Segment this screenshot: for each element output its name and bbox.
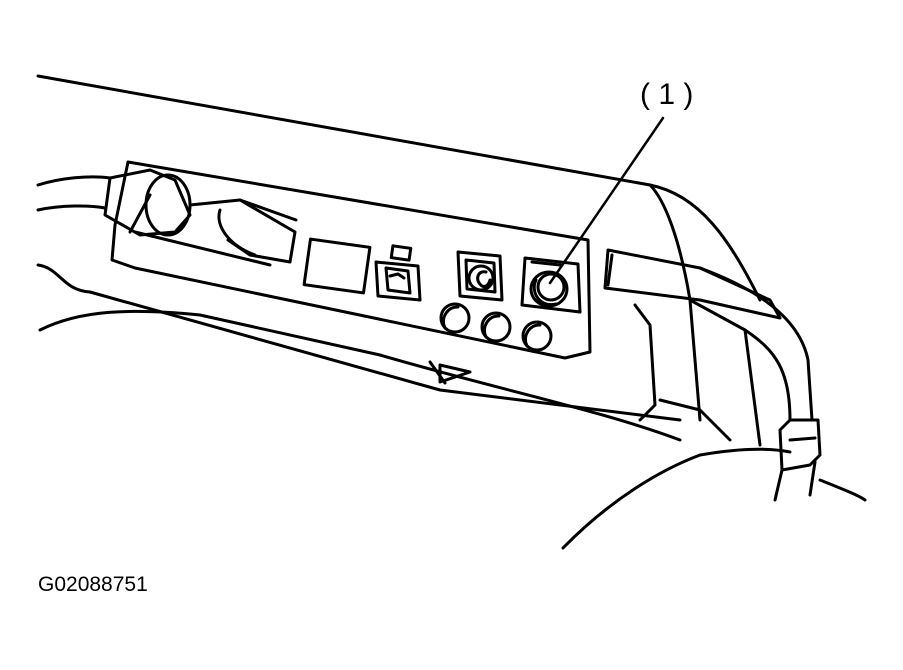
dc-power-jack <box>456 250 504 302</box>
figure-code: G02088751 <box>38 573 148 596</box>
rectangular-port <box>302 237 372 295</box>
callout-target-button <box>520 256 582 314</box>
callout-leader-line <box>548 116 665 285</box>
audio-jacks <box>439 302 553 352</box>
callout-label-1: ( 1 ) <box>640 78 693 111</box>
phone-jack <box>374 244 422 302</box>
lower-body <box>378 353 867 550</box>
cable-plug-left <box>36 168 298 267</box>
housing-outline <box>36 74 762 447</box>
side-slot <box>603 248 782 320</box>
cable-right <box>698 266 822 502</box>
